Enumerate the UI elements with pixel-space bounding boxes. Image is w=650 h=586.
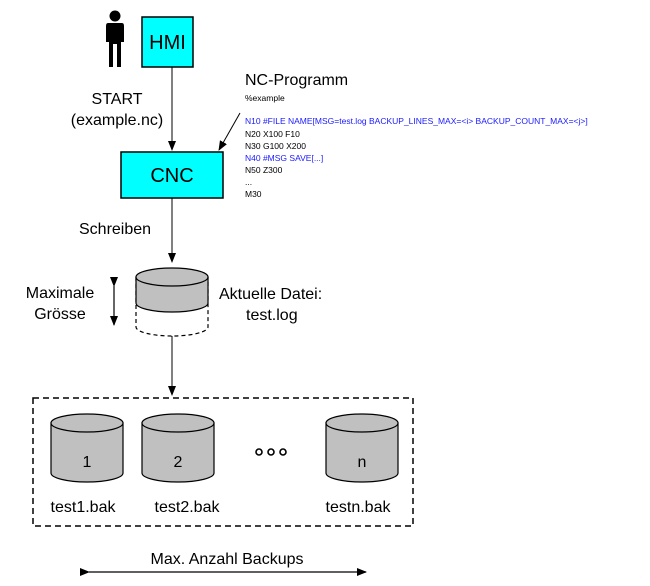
start-file-label: (example.nc) <box>71 112 163 129</box>
nc-code-line: N10 #FILE NAME[MSG=test.log BACKUP_LINES… <box>245 116 588 126</box>
backup-cylinder-1: 1 <box>50 413 124 483</box>
max-size-label-2: Grösse <box>34 306 86 323</box>
nc-code-line: ... <box>245 177 252 187</box>
cnc-box: CNC <box>120 151 224 199</box>
start-label: START <box>92 91 143 108</box>
hmi-box: HMI <box>141 16 194 68</box>
arrow-program-to-cnc <box>218 112 241 151</box>
ellipsis-dots <box>255 448 287 456</box>
nc-code-line: N50 Z300 <box>245 165 283 175</box>
backup-number: n <box>358 454 367 471</box>
backup-number: 2 <box>174 454 183 471</box>
nc-code-line: %example <box>245 93 285 103</box>
current-log-cylinder <box>135 267 209 337</box>
max-backups-label: Max. Anzahl Backups <box>151 551 304 568</box>
current-file-name: test.log <box>246 307 298 324</box>
cnc-label: CNC <box>150 165 193 187</box>
write-label: Schreiben <box>79 221 151 238</box>
nc-code-line: N20 X100 F10 <box>245 129 300 139</box>
nc-code-line: M30 <box>245 189 262 199</box>
backup-file-label: testn.bak <box>326 499 392 516</box>
backup-group <box>32 397 414 527</box>
backup-cylinder-2: 2 <box>141 413 215 483</box>
max-size-label: Maximale <box>26 285 95 302</box>
backup-file-label: test2.bak <box>155 499 221 516</box>
backup-cylinder-n: n <box>325 413 399 483</box>
person-icon <box>106 10 124 67</box>
backup-number: 1 <box>83 454 92 471</box>
current-file-label: Aktuelle Datei: <box>219 286 322 303</box>
nc-code-line: N30 G100 X200 <box>245 141 306 151</box>
hmi-label: HMI <box>149 32 186 54</box>
nc-program-title: NC-Programm <box>245 72 348 89</box>
backup-file-label: test1.bak <box>51 499 117 516</box>
nc-code-line: N40 #MSG SAVE[...] <box>245 153 323 163</box>
